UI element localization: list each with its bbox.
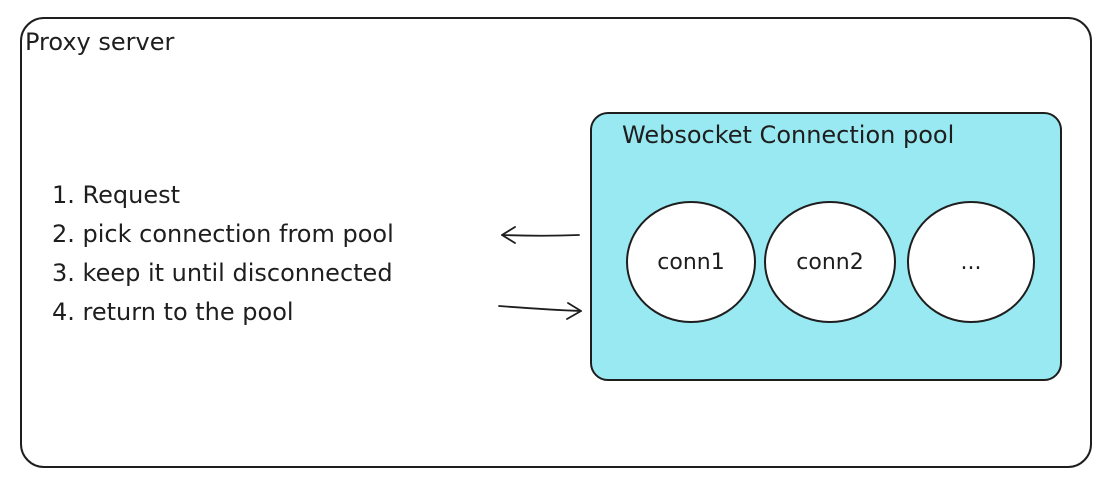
arrow-right-to-pool xyxy=(498,302,582,320)
step-2: 2. pick connection from pool xyxy=(52,220,394,248)
connection-node-more-label: ... xyxy=(960,249,982,275)
arrow-left-to-steps xyxy=(501,226,580,244)
connection-node-2-label: conn2 xyxy=(796,249,864,275)
connection-node-more: ... xyxy=(907,201,1035,323)
step-3: 3. keep it until disconnected xyxy=(52,259,393,287)
step-4: 4. return to the pool xyxy=(52,298,294,326)
connection-pool-title: Websocket Connection pool xyxy=(622,121,955,149)
connection-node-1: conn1 xyxy=(626,201,756,323)
steps-list: 1. Request 2. pick connection from pool … xyxy=(52,176,394,332)
connection-node-1-label: conn1 xyxy=(657,249,725,275)
step-1: 1. Request xyxy=(52,181,181,209)
connection-node-2: conn2 xyxy=(764,201,896,323)
proxy-server-title: Proxy server xyxy=(25,28,175,56)
